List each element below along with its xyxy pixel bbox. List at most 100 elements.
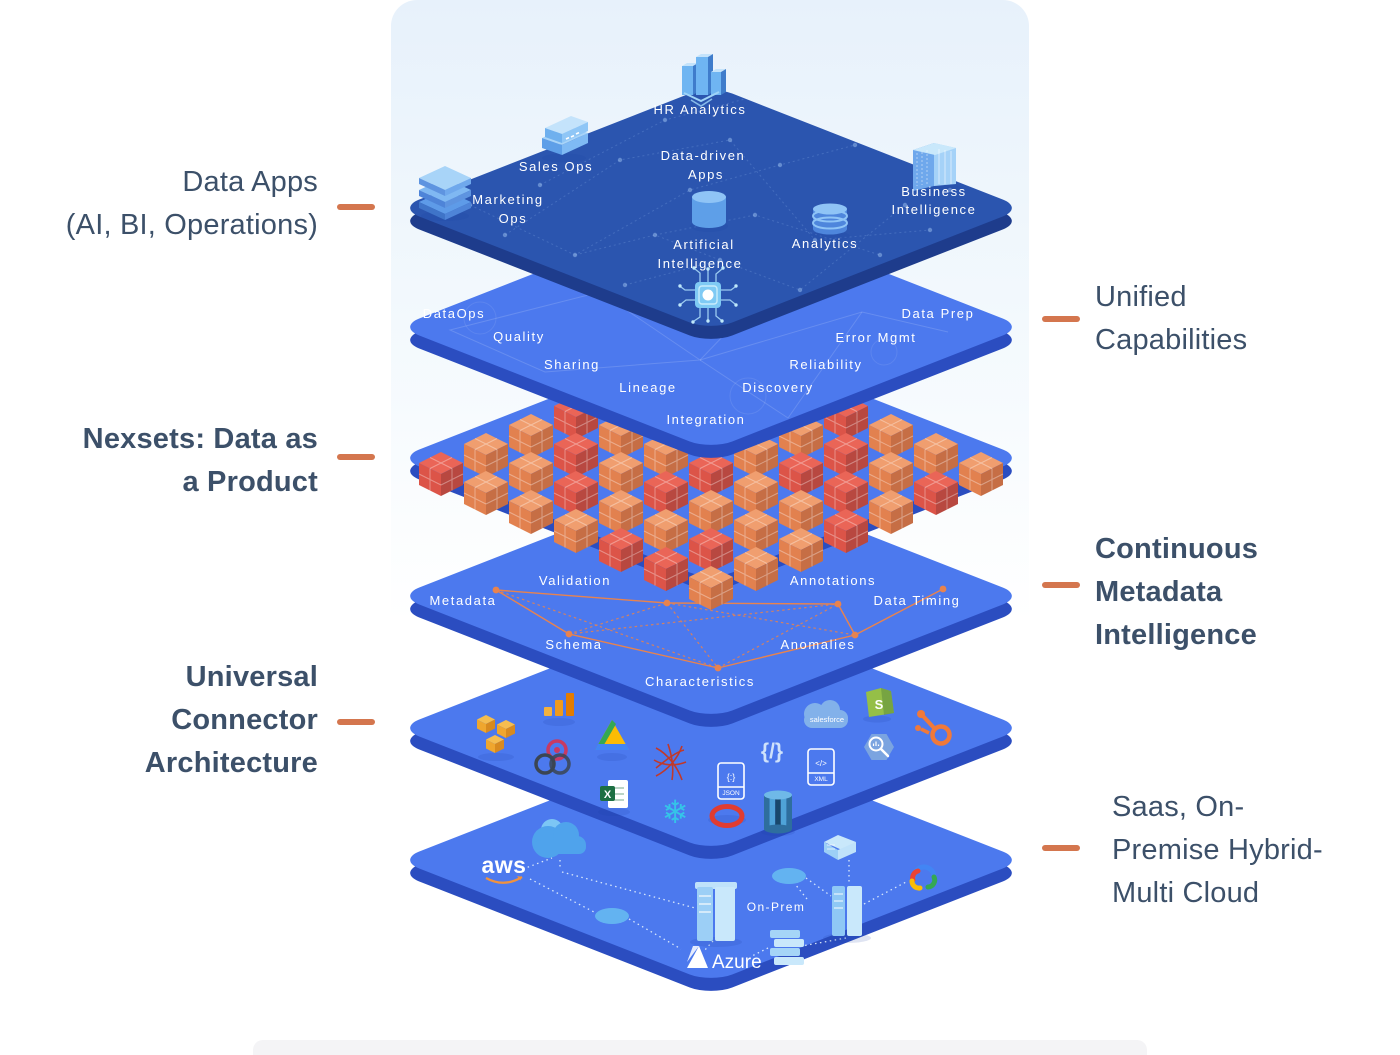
data-prep-label: Data Prep — [902, 306, 975, 321]
integration-label: Integration — [666, 412, 745, 427]
snowflake-icon: ❄ — [662, 793, 689, 831]
error-mgmt-label: Error Mgmt — [836, 330, 917, 345]
google-drive-icon — [595, 720, 629, 761]
accent-dash — [1042, 582, 1080, 588]
server-stack-icon — [542, 116, 588, 163]
shopify-icon: S — [863, 688, 894, 723]
redshift-icon — [761, 790, 795, 836]
server-tower-icon — [823, 886, 871, 943]
metadata-label: Metadata — [429, 593, 496, 608]
analytics-label: Analytics — [792, 236, 858, 251]
label-line: Continuous — [1095, 533, 1259, 565]
label-line: Universal — [185, 661, 318, 693]
network-node-ellipse — [595, 908, 629, 924]
code-file-icon: {/} — [761, 740, 783, 763]
business-intelligence-label: Business — [901, 184, 967, 199]
database-stack-icon — [810, 203, 850, 241]
marketing-ops-label2: Ops — [499, 211, 528, 226]
metadata-network — [492, 585, 947, 672]
bigquery-icon — [864, 734, 894, 760]
label-line: Intelligence — [1095, 619, 1257, 651]
validation-label: Validation — [539, 573, 611, 588]
google-analytics-icon — [543, 693, 575, 726]
label-continuous-metadata: Continuous Metadata Intelligence — [1095, 528, 1258, 657]
label-line: (AI, BI, Operations) — [65, 209, 318, 241]
quality-label: Quality — [493, 329, 545, 344]
label-line: Connector — [171, 704, 318, 736]
accent-dash — [337, 719, 375, 725]
data-driven-label: Data-driven — [661, 148, 746, 163]
artificial-intelligence-label: Artificial — [673, 237, 735, 252]
accent-dash — [337, 204, 375, 210]
schema-label: Schema — [545, 637, 602, 652]
accent-dash — [1042, 845, 1080, 851]
sharing-label: Sharing — [544, 357, 600, 372]
data-driven-label2: Apps — [688, 167, 724, 182]
svg-text:X: X — [604, 789, 612, 801]
aws-s3-icon — [477, 715, 515, 761]
sql-server-icon — [653, 743, 687, 781]
label-saas-cloud: Saas, On- Premise Hybrid- Multi Cloud — [1112, 786, 1323, 915]
business-intelligence-label2: Intelligence — [892, 202, 977, 217]
label-line: Architecture — [144, 747, 318, 779]
on-prem-label: On-Prem — [747, 900, 805, 914]
svg-text:JSON: JSON — [722, 790, 740, 797]
lineage-label: Lineage — [619, 380, 676, 395]
layer-data-apps: HR Analytics Sales Ops Marketing — [410, 54, 1012, 339]
svg-text:{:}: {:} — [727, 772, 736, 782]
hr-analytics-label: HR Analytics — [654, 102, 747, 117]
salesforce-icon: salesforce — [804, 700, 848, 728]
label-line: Unified — [1095, 281, 1187, 313]
server-tower-icon — [690, 882, 742, 947]
xml-file-icon: </> XML — [807, 748, 835, 786]
data-timing-label: Data Timing — [874, 593, 961, 608]
apps-mesh — [467, 94, 953, 293]
server-rack-icon — [824, 835, 856, 860]
dataops-label: DataOps — [423, 306, 486, 321]
label-line: Data Apps — [182, 166, 318, 198]
rack-stack-icon — [770, 930, 804, 965]
characteristics-label: Characteristics — [645, 674, 755, 689]
label-line: Nexsets: Data as — [82, 423, 318, 455]
azure-logo: Azure — [687, 946, 762, 973]
anomalies-label: Anomalies — [780, 637, 855, 652]
sales-ops-label: Sales Ops — [519, 159, 593, 174]
svg-text:XML: XML — [814, 776, 828, 783]
label-line: Premise Hybrid- — [1112, 834, 1323, 866]
label-universal-connector: Universal Connector Architecture — [0, 656, 318, 785]
reliability-label: Reliability — [789, 357, 862, 372]
cloud-icon — [532, 819, 586, 858]
network-node-ellipse — [772, 868, 806, 884]
label-line: Saas, On- — [1112, 791, 1245, 823]
annotations-label: Annotations — [790, 573, 876, 588]
label-line: Multi Cloud — [1112, 877, 1260, 909]
svg-text:S: S — [875, 697, 884, 712]
marketing-ops-label: Marketing — [472, 192, 543, 207]
bottom-page-strip — [253, 1040, 1147, 1055]
svg-text:❄: ❄ — [662, 793, 689, 831]
label-line: a Product — [182, 466, 318, 498]
svg-text:{/}: {/} — [761, 740, 783, 763]
label-data-apps: Data Apps (AI, BI, Operations) — [0, 161, 318, 247]
accent-dash — [337, 454, 375, 460]
json-file-icon: {:} JSON — [717, 762, 745, 800]
hubspot-icon — [915, 710, 952, 746]
svg-text:salesforce: salesforce — [810, 715, 844, 724]
database-icon — [690, 191, 728, 232]
artificial-intelligence-label2: Intelligence — [658, 256, 743, 271]
label-nexsets: Nexsets: Data as a Product — [0, 418, 318, 504]
webhook-icon — [534, 739, 571, 775]
bar-chart-icon — [682, 54, 726, 107]
cloud-connection-lines — [522, 857, 909, 957]
google-cloud-icon — [909, 864, 938, 891]
svg-text:</>: </> — [815, 759, 827, 768]
layers-stack-icon — [419, 166, 471, 221]
chip-icon — [678, 266, 738, 324]
accent-dash — [1042, 316, 1080, 322]
oracle-icon — [708, 804, 746, 828]
svg-text:aws: aws — [482, 852, 527, 878]
discovery-label: Discovery — [742, 380, 813, 395]
label-line: Capabilities — [1095, 324, 1248, 356]
